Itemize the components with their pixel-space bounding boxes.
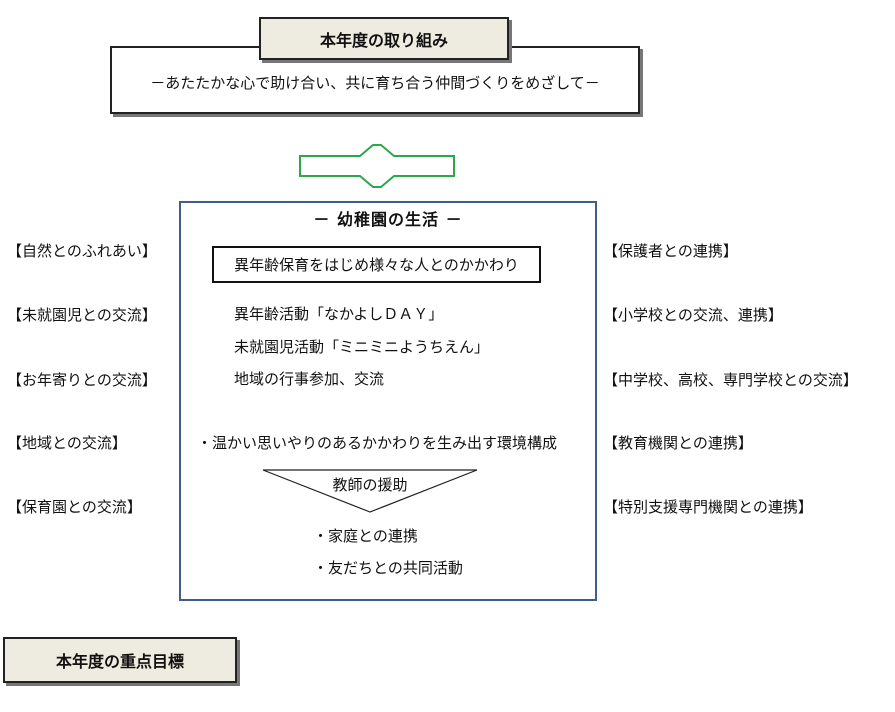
right-item: 【中学校、高校、専門学校との交流】 bbox=[603, 371, 858, 389]
title-text: 本年度の取り組み bbox=[319, 30, 448, 50]
kindergarten-life-box bbox=[179, 201, 597, 601]
goal-box: 本年度の重点目標 bbox=[3, 637, 237, 683]
left-item: 【未就園児との交流】 bbox=[7, 306, 157, 324]
goal-title: 本年度の重点目標 bbox=[55, 652, 184, 671]
support-item: ・家庭との連携 bbox=[313, 527, 418, 545]
right-item: 【教育機関との連携】 bbox=[603, 434, 753, 452]
left-item: 【お年寄りとの交流】 bbox=[7, 371, 157, 389]
right-item: 【保護者との連携】 bbox=[603, 242, 738, 260]
main-title: － 幼稚園の生活 － bbox=[313, 210, 463, 229]
right-item: 【特別支援専門機関との連携】 bbox=[603, 498, 813, 516]
activity-item: 異年齢活動「なかよしＤＡＹ」 bbox=[234, 305, 444, 323]
left-item: 【地域との交流】 bbox=[7, 434, 127, 452]
support-item: ・友だちとの共同活動 bbox=[313, 559, 463, 577]
teacher-support-triangle bbox=[262, 469, 478, 513]
right-item: 【小学校との交流、連携】 bbox=[603, 306, 783, 324]
environment-text: ・温かい思いやりのあるかかわりを生み出す環境構成 bbox=[197, 434, 558, 452]
inner-box-text: 異年齢保育をはじめ様々な人とのかかわり bbox=[234, 256, 519, 274]
title-box: 本年度の取り組み bbox=[259, 17, 509, 60]
double-arrow-icon bbox=[299, 144, 455, 188]
activity-item: 地域の行事参加、交流 bbox=[234, 370, 385, 388]
teacher-support-label: 教師の援助 bbox=[332, 476, 408, 494]
activity-item: 未就園児活動「ミニミニようちえん」 bbox=[234, 338, 490, 356]
left-item: 【自然とのふれあい】 bbox=[7, 242, 157, 260]
left-item: 【保育園との交流】 bbox=[7, 498, 142, 516]
inner-box: 異年齢保育をはじめ様々な人とのかかわり bbox=[212, 246, 541, 283]
motto-text: －あたたかな心で助け合い、共に育ち合う仲間づくりをめざして－ bbox=[150, 74, 600, 92]
